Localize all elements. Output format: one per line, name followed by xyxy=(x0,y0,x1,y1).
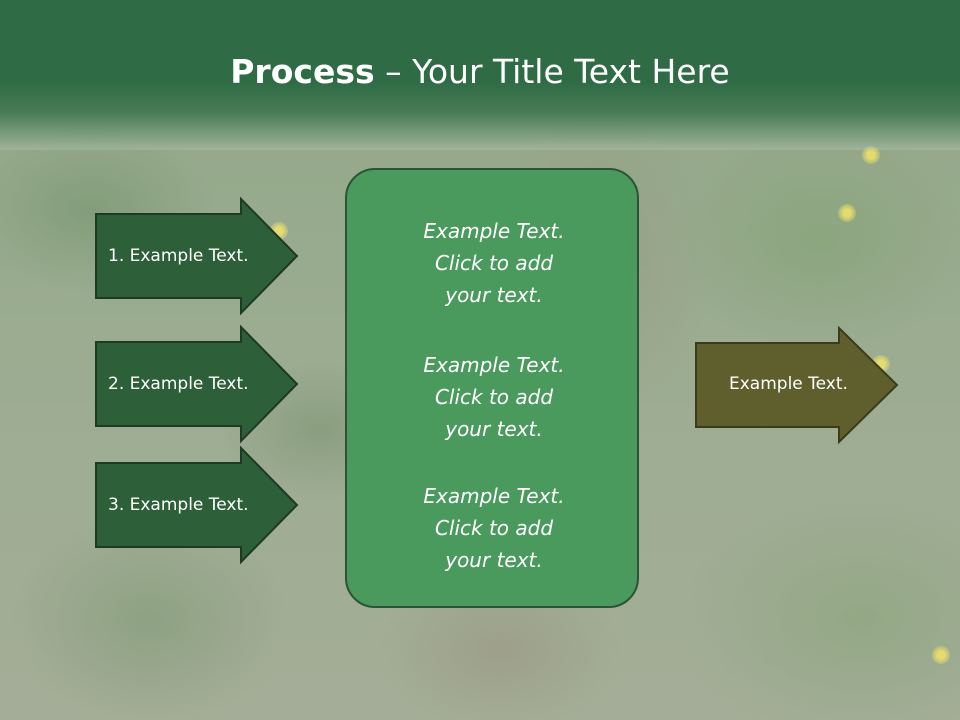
slide-title-bold: Process xyxy=(230,52,375,91)
step-arrow-3[interactable] xyxy=(95,445,299,565)
title-band xyxy=(0,0,960,150)
center-text-block-3: Example Text. Click to add your text. xyxy=(347,480,641,576)
slide-title-rest: – Your Title Text Here xyxy=(374,52,730,91)
step-label-2: 2. Example Text. xyxy=(108,374,249,394)
flower-decoration xyxy=(862,146,880,164)
center-text-panel[interactable]: Example Text. Click to add your text. Ex… xyxy=(345,168,639,608)
center-text-line: Click to add xyxy=(434,251,554,275)
result-arrow[interactable] xyxy=(695,325,899,445)
slide-title[interactable]: Process – Your Title Text Here xyxy=(0,52,960,91)
center-text-line: Example Text. xyxy=(423,484,565,508)
center-text-block-2: Example Text. Click to add your text. xyxy=(347,349,641,445)
center-text-line: your text. xyxy=(445,417,543,441)
step-arrow-2[interactable] xyxy=(95,324,299,444)
flower-decoration xyxy=(932,646,950,664)
flower-decoration xyxy=(838,204,856,222)
center-text-line: Click to add xyxy=(434,516,554,540)
step-arrow-1[interactable] xyxy=(95,196,299,316)
result-label: Example Text. xyxy=(729,374,848,394)
step-label-1: 1. Example Text. xyxy=(108,246,249,266)
step-label-3: 3. Example Text. xyxy=(108,495,249,515)
center-text-line: Example Text. xyxy=(423,353,565,377)
center-text-line: Example Text. xyxy=(423,219,565,243)
center-text-line: your text. xyxy=(445,283,543,307)
center-text-line: Click to add xyxy=(434,385,554,409)
center-text-line: your text. xyxy=(445,548,543,572)
center-text-block-1: Example Text. Click to add your text. xyxy=(347,215,641,311)
